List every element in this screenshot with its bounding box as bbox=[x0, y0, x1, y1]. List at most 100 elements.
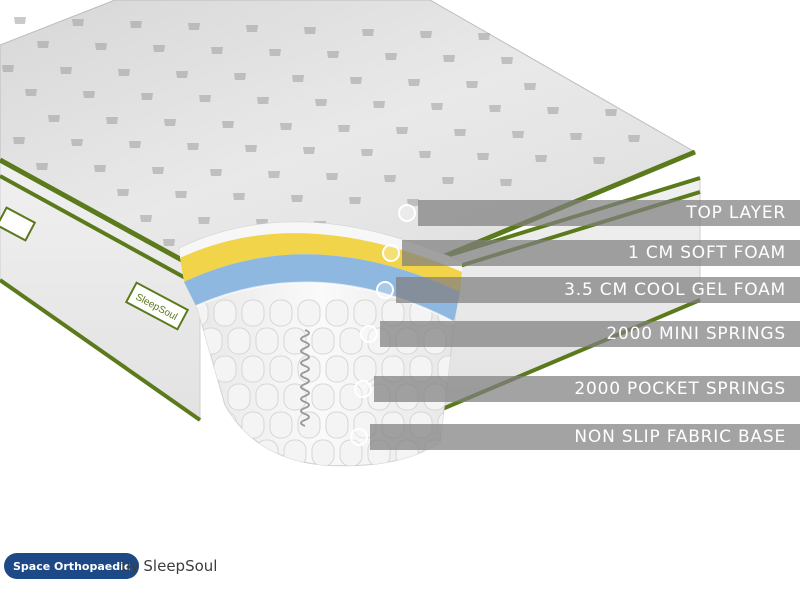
brand-line: by SleepSoul bbox=[121, 553, 217, 579]
quilt-tuft bbox=[304, 27, 316, 34]
quilt-tuft bbox=[466, 81, 478, 88]
quilt-tuft bbox=[199, 95, 211, 102]
product-badge: Space Orthopaedic bbox=[4, 553, 140, 579]
pocket-spring bbox=[297, 411, 321, 439]
quilt-tuft bbox=[130, 21, 142, 28]
quilt-tuft bbox=[211, 47, 223, 54]
quilt-tuft bbox=[512, 131, 524, 138]
quilt-tuft bbox=[36, 163, 48, 170]
quilt-tuft bbox=[187, 143, 199, 150]
quilt-tuft bbox=[163, 239, 175, 246]
layer-label-pocket-springs: 2000 POCKET SPRINGS bbox=[374, 376, 800, 402]
pocket-spring bbox=[353, 299, 377, 327]
layer-label-top-layer: TOP LAYER bbox=[418, 200, 800, 226]
pocket-spring bbox=[353, 355, 377, 383]
quilt-tuft bbox=[570, 133, 582, 140]
quilt-tuft bbox=[362, 29, 374, 36]
quilt-tuft bbox=[408, 79, 420, 86]
quilt-tuft bbox=[140, 215, 152, 222]
pocket-spring bbox=[297, 299, 321, 327]
pocket-spring bbox=[339, 327, 363, 355]
pocket-spring bbox=[283, 383, 307, 411]
quilt-tuft bbox=[454, 129, 466, 136]
pocket-spring bbox=[255, 383, 279, 411]
quilt-tuft bbox=[245, 145, 257, 152]
quilt-tuft bbox=[106, 117, 118, 124]
quilt-tuft bbox=[628, 135, 640, 142]
pocket-spring bbox=[269, 355, 293, 383]
quilt-tuft bbox=[292, 75, 304, 82]
circle-marker-icon bbox=[398, 204, 416, 222]
quilt-tuft bbox=[71, 139, 83, 146]
layer-label-soft-foam: 1 CM SOFT FOAM bbox=[402, 240, 800, 266]
pocket-spring bbox=[199, 439, 223, 466]
pocket-spring bbox=[227, 439, 251, 466]
quilt-tuft bbox=[315, 99, 327, 106]
quilt-tuft bbox=[152, 167, 164, 174]
quilt-tuft bbox=[593, 157, 605, 164]
quilt-tuft bbox=[442, 177, 454, 184]
pocket-spring bbox=[241, 411, 265, 439]
pocket-spring bbox=[227, 327, 251, 355]
quilt-tuft bbox=[141, 93, 153, 100]
quilt-tuft bbox=[327, 51, 339, 58]
quilt-tuft bbox=[95, 43, 107, 50]
quilt-tuft bbox=[153, 45, 165, 52]
quilt-tuft bbox=[198, 217, 210, 224]
quilt-tuft bbox=[419, 151, 431, 158]
quilt-tuft bbox=[489, 105, 501, 112]
quilt-tuft bbox=[501, 57, 513, 64]
circle-marker-icon bbox=[376, 281, 394, 299]
quilt-tuft bbox=[605, 109, 617, 116]
quilt-tuft bbox=[164, 119, 176, 126]
quilt-tuft bbox=[175, 191, 187, 198]
pocket-spring bbox=[311, 439, 335, 466]
quilt-tuft bbox=[60, 67, 72, 74]
brand-name: SleepSoul bbox=[143, 557, 218, 575]
quilt-tuft bbox=[524, 83, 536, 90]
pocket-spring bbox=[325, 355, 349, 383]
pocket-spring bbox=[199, 327, 223, 355]
quilt-tuft bbox=[396, 127, 408, 134]
quilt-tuft bbox=[478, 33, 490, 40]
quilt-tuft bbox=[72, 19, 84, 26]
quilt-tuft bbox=[373, 101, 385, 108]
quilt-tuft bbox=[188, 23, 200, 30]
quilt-tuft bbox=[246, 25, 258, 32]
quilt-tuft bbox=[210, 169, 222, 176]
quilt-tuft bbox=[268, 171, 280, 178]
quilt-tuft bbox=[222, 121, 234, 128]
circle-marker-icon bbox=[382, 244, 400, 262]
quilt-tuft bbox=[443, 55, 455, 62]
quilt-tuft bbox=[13, 137, 25, 144]
quilt-tuft bbox=[535, 155, 547, 162]
quilt-tuft bbox=[117, 189, 129, 196]
quilt-tuft bbox=[25, 89, 37, 96]
quilt-tuft bbox=[291, 195, 303, 202]
quilt-tuft bbox=[94, 165, 106, 172]
quilt-tuft bbox=[350, 77, 362, 84]
quilt-tuft bbox=[500, 179, 512, 186]
pocket-spring bbox=[199, 383, 223, 411]
quilt-tuft bbox=[234, 73, 246, 80]
quilt-tuft bbox=[83, 91, 95, 98]
quilt-tuft bbox=[420, 31, 432, 38]
quilt-tuft bbox=[547, 107, 559, 114]
quilt-tuft bbox=[431, 103, 443, 110]
quilt-tuft bbox=[384, 175, 396, 182]
pocket-spring bbox=[227, 383, 251, 411]
pocket-spring bbox=[255, 439, 279, 466]
quilt-tuft bbox=[338, 125, 350, 132]
circle-marker-icon bbox=[360, 325, 378, 343]
quilt-tuft bbox=[129, 141, 141, 148]
quilt-tuft bbox=[385, 53, 397, 60]
quilt-tuft bbox=[2, 65, 14, 72]
corner-brand-tag bbox=[0, 206, 37, 242]
quilt-tuft bbox=[257, 97, 269, 104]
pocket-spring bbox=[269, 411, 293, 439]
pocket-spring bbox=[213, 355, 237, 383]
top-layer-band bbox=[180, 222, 462, 272]
pocket-spring bbox=[311, 327, 335, 355]
quilt-tuft bbox=[37, 41, 49, 48]
pocket-spring bbox=[269, 299, 293, 327]
